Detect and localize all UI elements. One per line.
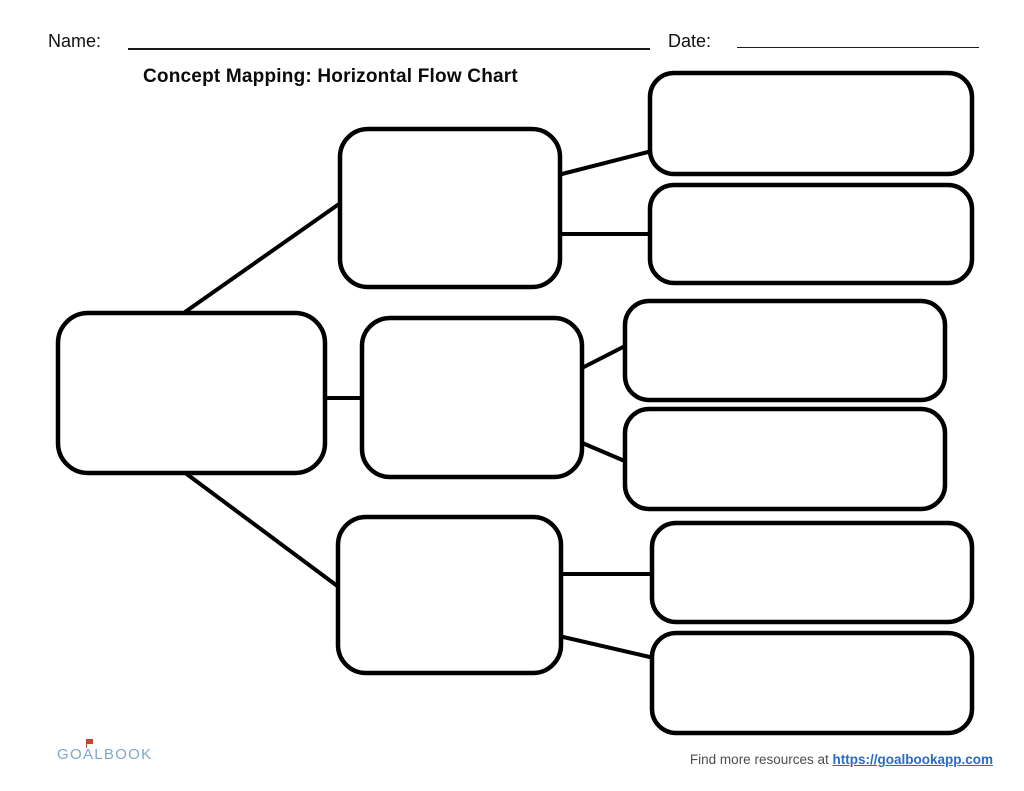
flow-edge-branch-top-leaf-1	[557, 149, 653, 177]
flow-node-branch-bottom	[335, 514, 564, 676]
flow-edge-branch-middle-leaf-3	[579, 343, 628, 371]
date-label: Date:	[668, 31, 712, 51]
flow-node-root	[55, 310, 328, 476]
flow-node-leaf-2	[647, 182, 975, 286]
footer-link[interactable]: https://goalbookapp.com	[832, 752, 994, 767]
flow-node-leaf-6	[649, 630, 975, 736]
flow-edge-root-branch-bottom	[182, 470, 342, 590]
footer-resources-text: Find more resources at	[689, 752, 829, 767]
flag-icon	[85, 739, 93, 748]
logo-letter-a: A	[83, 739, 94, 763]
flow-node-branch-top	[337, 126, 563, 290]
flow-node-leaf-5	[649, 520, 975, 625]
flow-edge-root-branch-top	[183, 202, 341, 314]
flow-edge-branch-bottom-leaf-6	[558, 634, 655, 660]
page-title: Concept Mapping: Horizontal Flow Chart	[143, 66, 518, 87]
logo-text-go: GO	[57, 746, 83, 763]
name-label: Name:	[48, 31, 102, 51]
date-field-underline	[737, 47, 979, 48]
flow-edge-branch-middle-leaf-4	[579, 440, 628, 464]
footer-resources: Find more resources at https://goalbooka…	[690, 752, 993, 767]
logo-text-lbook: LBOOK	[94, 746, 153, 763]
flow-node-leaf-4	[622, 406, 948, 512]
flow-node-leaf-3	[622, 298, 948, 403]
name-field-underline	[128, 48, 650, 50]
flow-node-branch-middle	[359, 315, 585, 480]
flow-node-leaf-1	[647, 70, 975, 177]
